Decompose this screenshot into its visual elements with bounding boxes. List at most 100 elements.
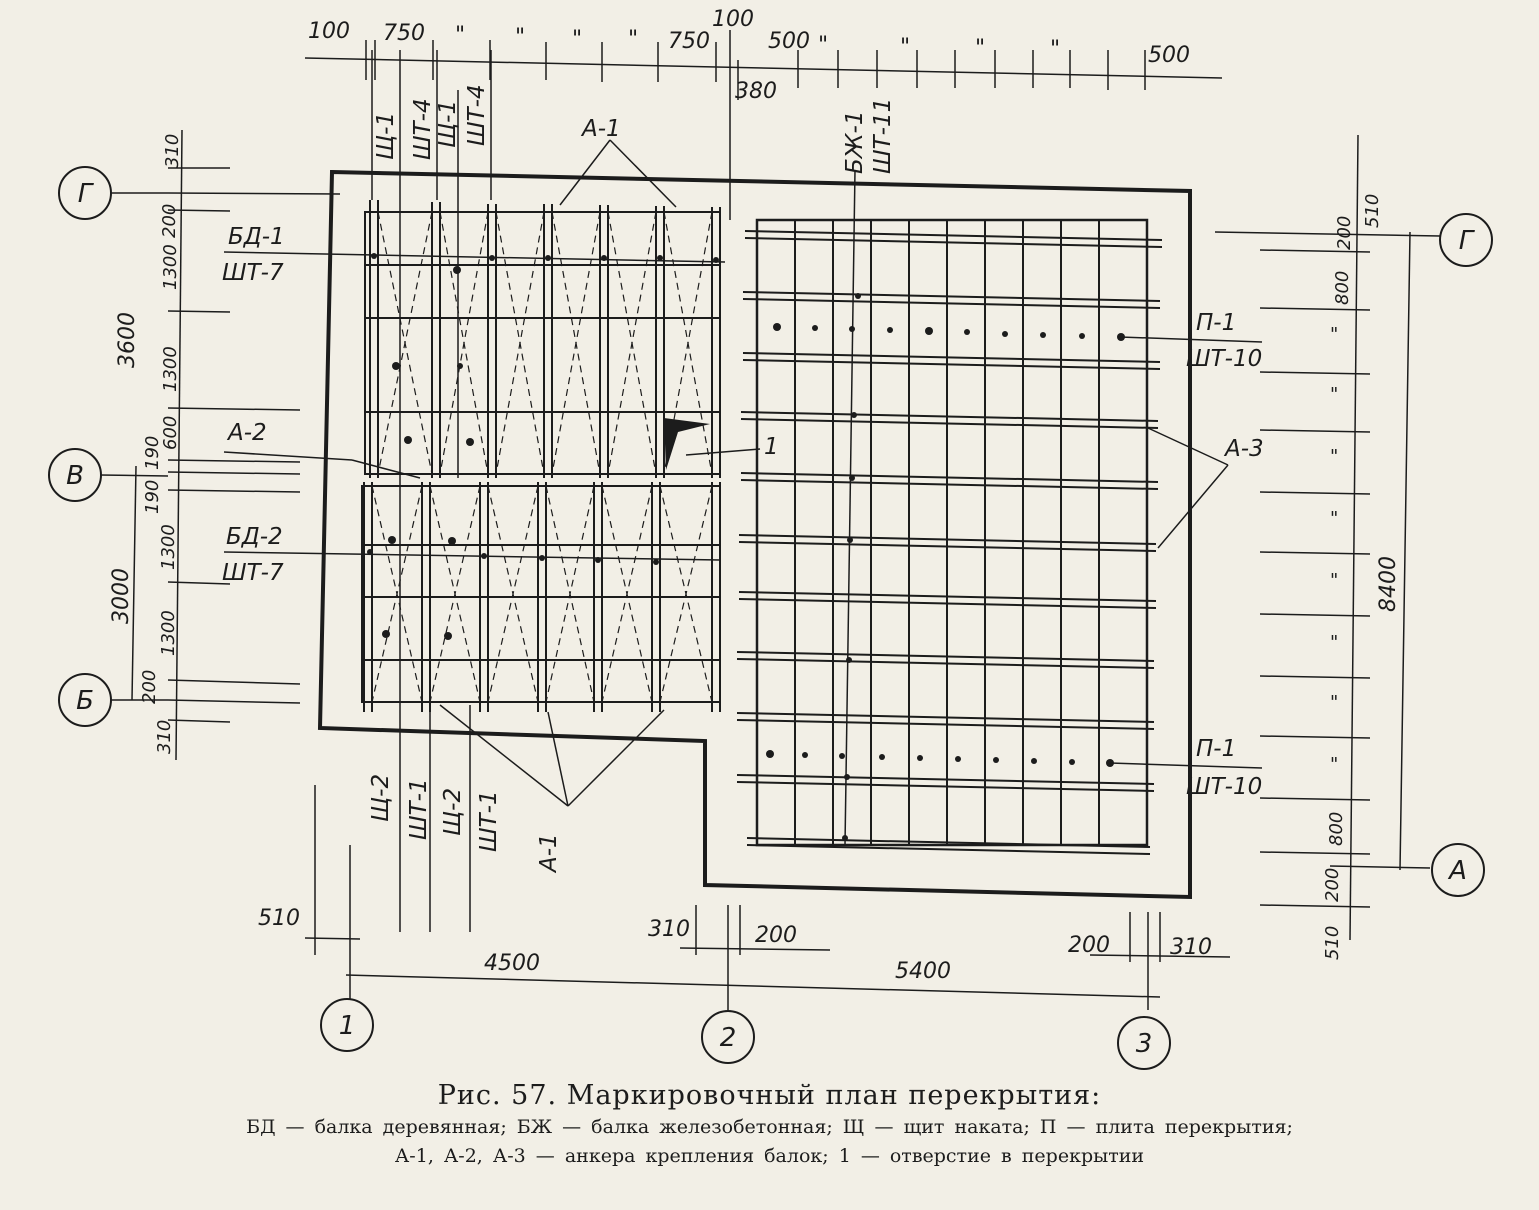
mark-p1a: П-1 bbox=[1196, 310, 1236, 336]
axis-label-v: В bbox=[66, 461, 84, 491]
dim-bottom-310a: 310 bbox=[648, 917, 690, 942]
beam-axis-bzh1 bbox=[844, 169, 856, 846]
slab-grid-verticals bbox=[794, 220, 1100, 845]
slab-markers bbox=[766, 293, 1125, 841]
dim-bottom-200b: 200 bbox=[1068, 933, 1110, 958]
dim-top-380: 380 bbox=[735, 79, 777, 104]
dim-left-3600: 3600 bbox=[115, 312, 140, 368]
mark-bd2: БД-2 bbox=[226, 524, 283, 550]
dim-right-800b: 800 bbox=[1326, 812, 1347, 846]
figure-legend-line-1: БД — балка деревянная; БЖ — балка железо… bbox=[246, 1116, 1293, 1138]
mark-sht10b: ШТ-10 bbox=[1186, 774, 1262, 800]
mark-a1-top: А-1 bbox=[580, 116, 621, 142]
mark-bd1: БД-1 bbox=[228, 224, 285, 250]
lower-panel-frame bbox=[361, 485, 721, 703]
dim-right-8400: 8400 bbox=[1376, 556, 1401, 612]
panel-cross-bracing bbox=[371, 211, 713, 703]
dim-bottom-200a: 200 bbox=[755, 923, 797, 948]
mark-hole-1: 1 bbox=[764, 434, 779, 460]
dim-right-ditto: " bbox=[1330, 508, 1338, 529]
mark-p1b: П-1 bbox=[1196, 736, 1236, 762]
dim-right-200t: 200 bbox=[1334, 216, 1355, 250]
mark-bzh1: БЖ-1 bbox=[842, 111, 868, 175]
right-dimension-chain bbox=[1214, 134, 1441, 941]
dim-top-ditto: " bbox=[515, 25, 525, 50]
axis-bubbles bbox=[48, 166, 1493, 1070]
dim-right-ditto: " bbox=[1330, 754, 1338, 775]
dim-left-1300c: 1300 bbox=[158, 524, 179, 570]
mark-shch2a: Щ-2 bbox=[368, 774, 394, 822]
axis-label-g-left: Г bbox=[78, 179, 95, 209]
dim-top-500a: 500 bbox=[768, 29, 810, 54]
concrete-beams bbox=[736, 230, 1163, 855]
axis-label-1: 1 bbox=[339, 1011, 356, 1041]
dim-bottom-310b: 310 bbox=[1170, 935, 1212, 960]
mark-sht7b: ШТ-7 bbox=[222, 560, 284, 586]
mark-a1-bottom: А-1 bbox=[536, 833, 562, 874]
dim-left-200b: 200 bbox=[139, 670, 160, 704]
mark-sht4b: ШТ-4 bbox=[464, 84, 490, 146]
mark-sht1a: ШТ-1 bbox=[406, 778, 432, 840]
dim-right-ditto: " bbox=[1330, 384, 1338, 405]
mark-sht1b: ШТ-1 bbox=[476, 790, 502, 852]
bottom-dimension-chain bbox=[304, 785, 1231, 1010]
mark-sht10a: ШТ-10 bbox=[1186, 346, 1262, 372]
top-dimension-chain bbox=[304, 30, 1223, 220]
leader-lines bbox=[223, 50, 1263, 932]
figure-legend-line-2: А-1, А-2, А-3 — анкера крепления балок; … bbox=[394, 1145, 1145, 1167]
dim-top-ditto: " bbox=[628, 27, 638, 52]
dim-top-ditto: " bbox=[818, 33, 828, 58]
dim-right-800t: 800 bbox=[1332, 271, 1353, 305]
floor-outline bbox=[317, 169, 1192, 900]
dim-left-3000: 3000 bbox=[109, 568, 134, 624]
dim-left-1300a: 1300 bbox=[160, 244, 181, 290]
dim-right-ditto: " bbox=[1330, 324, 1338, 345]
dim-top-750b: 750 bbox=[668, 29, 710, 54]
mark-shch1b: Щ-1 bbox=[435, 100, 461, 148]
dim-right-200b: 200 bbox=[1322, 868, 1343, 902]
axis-label-3: 3 bbox=[1136, 1029, 1153, 1059]
dim-left-600: 600 bbox=[160, 416, 181, 450]
mark-a3: А-3 bbox=[1223, 436, 1264, 462]
figure-caption: Рис. 57. Маркировочный план перекрытия: … bbox=[0, 1080, 1539, 1169]
dim-left-310t: 310 bbox=[162, 134, 183, 168]
dim-top-ditto: " bbox=[900, 35, 910, 60]
dim-top-ditto: " bbox=[455, 23, 465, 48]
dim-left-310b: 310 bbox=[154, 720, 175, 754]
dim-bottom-5400: 5400 bbox=[895, 959, 951, 984]
axis-label-2: 2 bbox=[720, 1023, 737, 1053]
dim-left-200a: 200 bbox=[159, 204, 180, 238]
wood-panel-zone bbox=[361, 200, 721, 712]
dim-right-510b: 510 bbox=[1322, 926, 1343, 960]
wood-beams bbox=[363, 200, 721, 712]
mark-sht11: ШТ-11 bbox=[870, 98, 896, 174]
dim-left-190b: 190 bbox=[142, 480, 163, 514]
mark-a2: А-2 bbox=[226, 420, 267, 446]
left-dimension-chain bbox=[99, 129, 341, 761]
axis-label-g-right: Г bbox=[1459, 226, 1476, 256]
dim-top-ditto: " bbox=[1050, 37, 1060, 62]
dim-top-ditto: " bbox=[975, 36, 985, 61]
floor-marking-plan: 100 750 " " " " 750 100 500 380 " " " " … bbox=[48, 7, 1493, 1070]
axis-label-b: Б bbox=[76, 686, 94, 716]
dim-top-100a: 100 bbox=[308, 19, 350, 44]
mark-shch1: Щ-1 bbox=[373, 112, 399, 160]
dim-top-100b: 100 bbox=[712, 7, 754, 32]
dim-left-1300d: 1300 bbox=[158, 610, 179, 656]
floor-opening bbox=[664, 418, 710, 470]
dim-bottom-510: 510 bbox=[258, 906, 300, 931]
slab-zone bbox=[736, 169, 1163, 855]
dim-top-ditto: " bbox=[572, 27, 582, 52]
figure-title: Рис. 57. Маркировочный план перекрытия: bbox=[437, 1080, 1102, 1111]
dim-right-ditto: " bbox=[1330, 692, 1338, 713]
dim-left-1300b: 1300 bbox=[160, 346, 181, 392]
mark-shch2b: Щ-2 bbox=[440, 788, 466, 836]
dim-top-500b: 500 bbox=[1148, 43, 1190, 68]
dim-bottom-4500: 4500 bbox=[484, 951, 540, 976]
dim-right-510t: 510 bbox=[1362, 194, 1383, 228]
mark-sht7a: ШТ-7 bbox=[222, 260, 284, 286]
slab-frame bbox=[755, 218, 1149, 847]
dim-right-ditto: " bbox=[1330, 570, 1338, 591]
dim-top-750a: 750 bbox=[383, 21, 425, 46]
